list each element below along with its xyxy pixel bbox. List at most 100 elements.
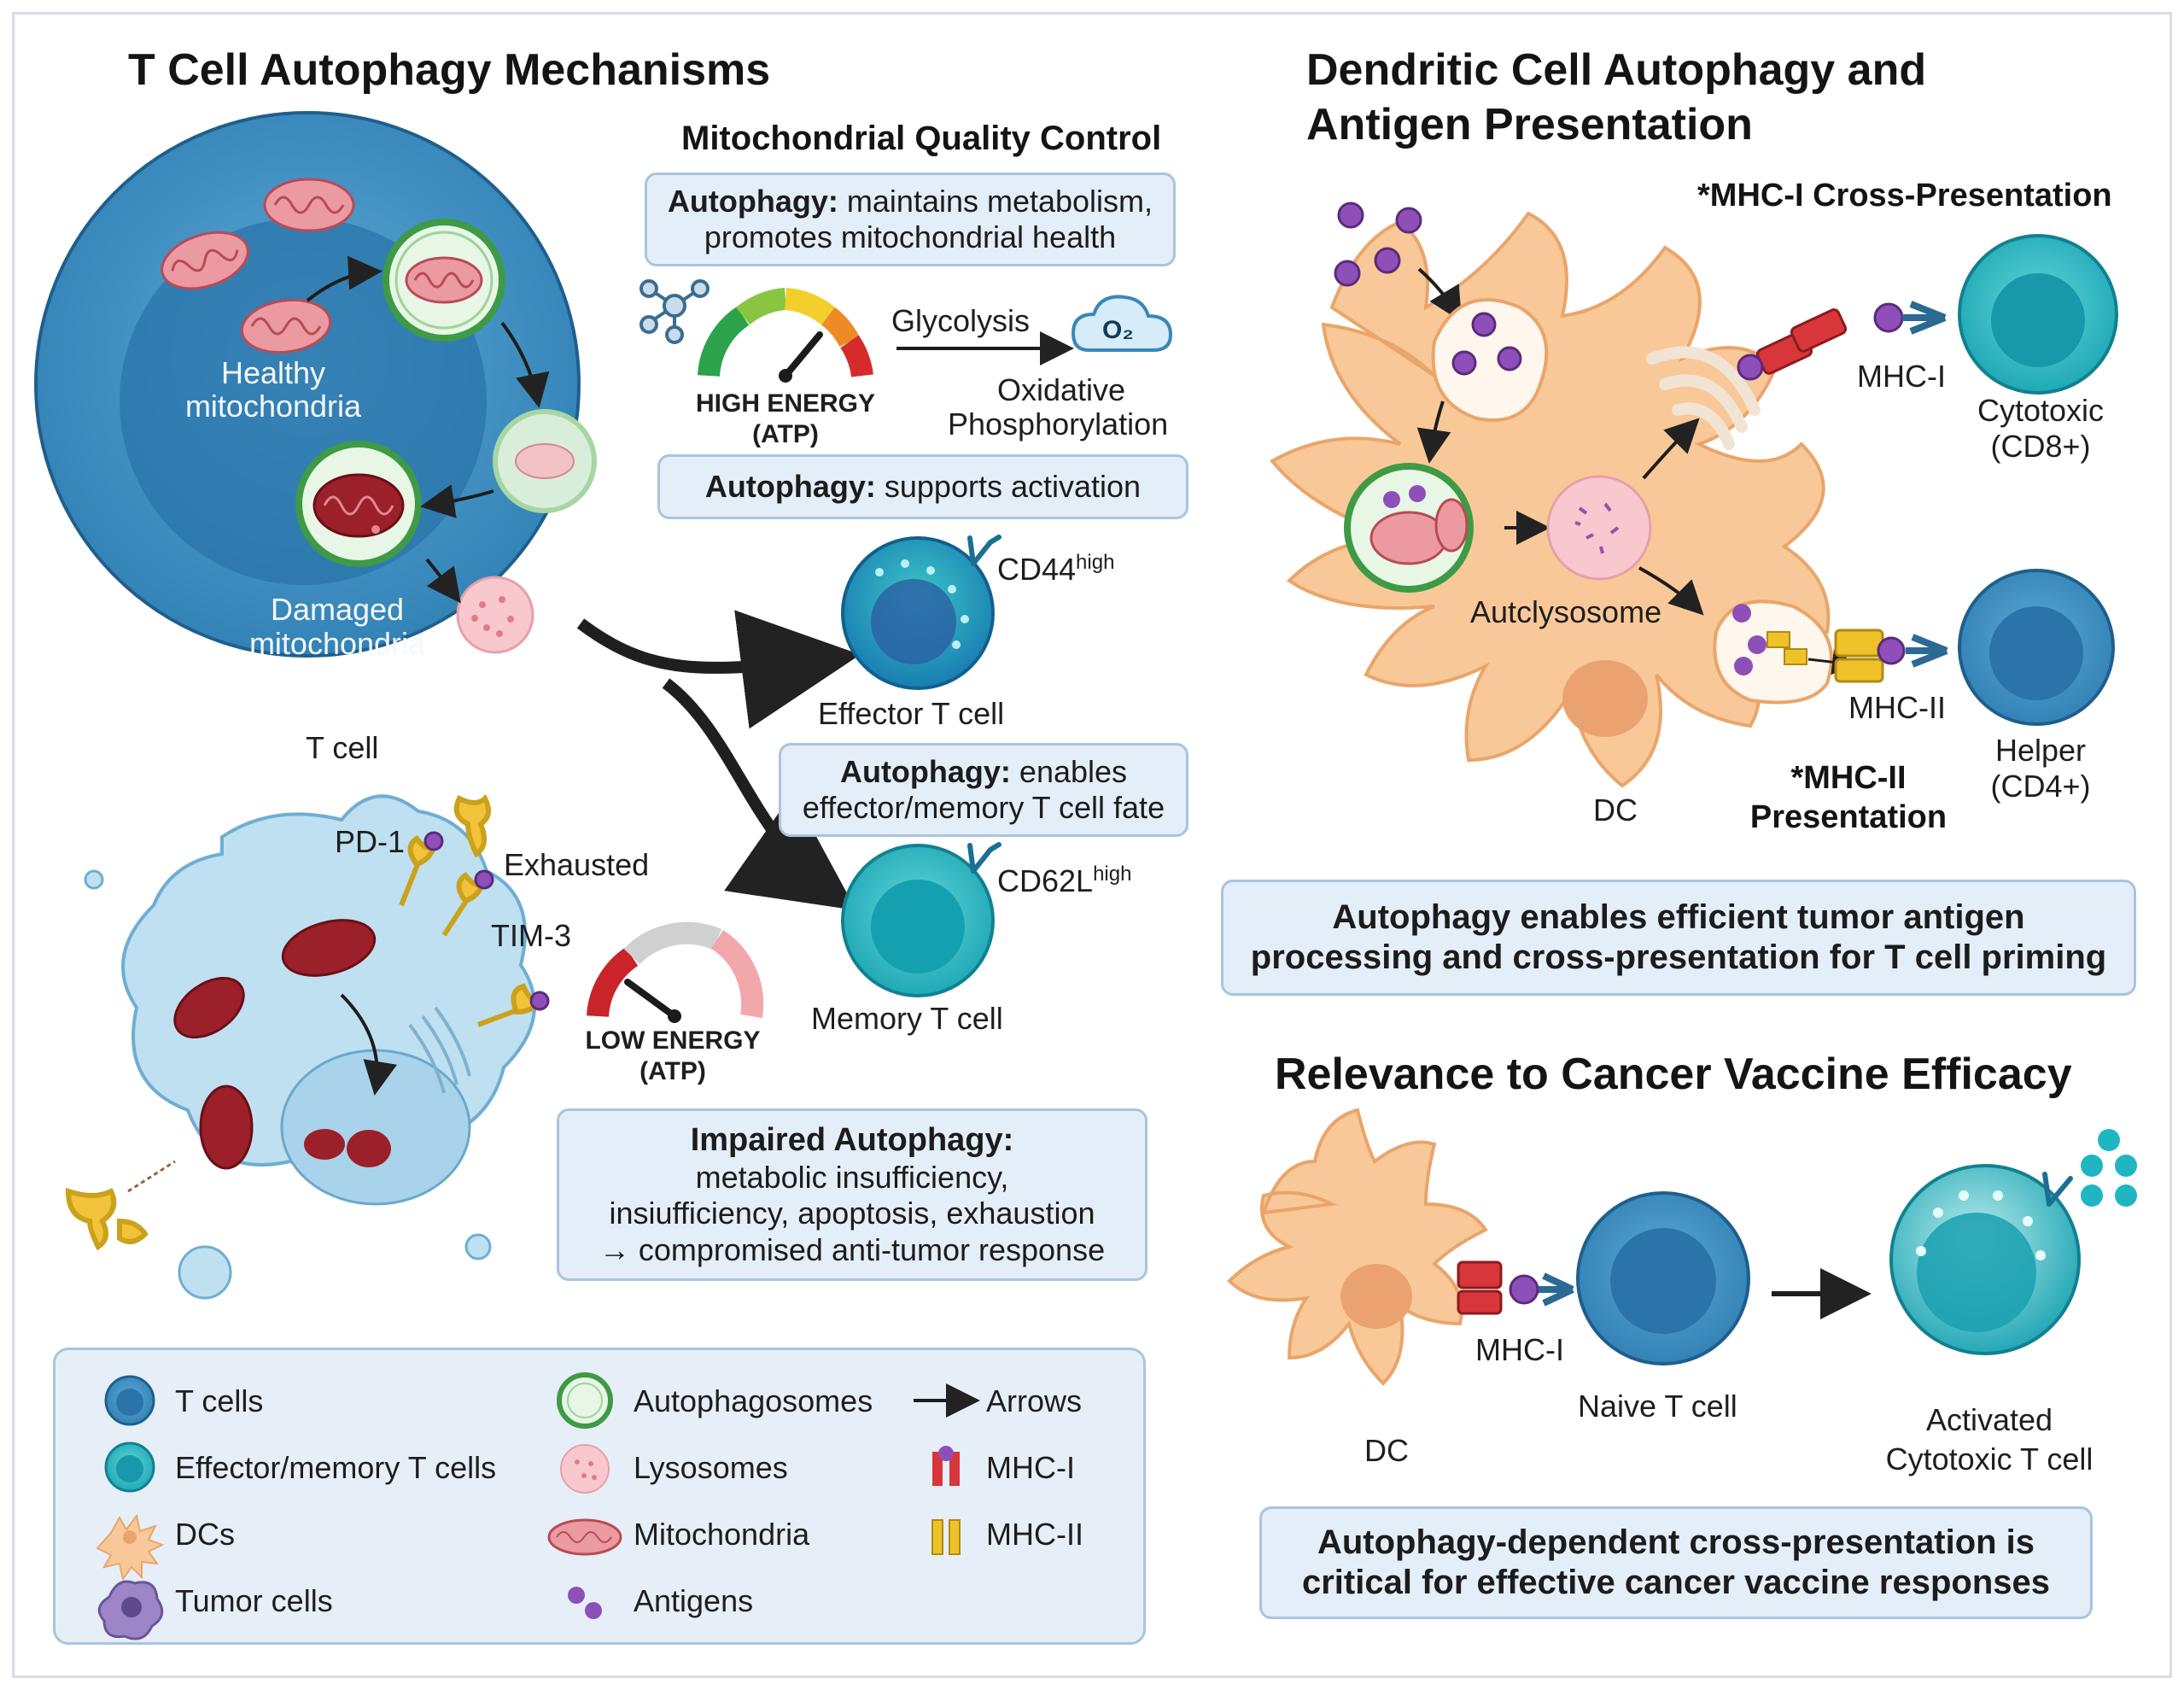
healthy-label-1: Healthy [220,355,326,390]
cytotoxic-t-cell [1958,234,2118,395]
o2-label: O₂ [1102,316,1134,344]
box2-bold: Autophagy: [704,468,876,504]
oxidative-label-2: Phosphorylation [948,406,1169,442]
mito-qc-title: Mitochondrial Quality Control [681,120,1162,157]
cd62l-sup: high [1093,863,1132,886]
mhc2-pocket [1713,599,1858,705]
tcell-arrows [306,255,550,604]
arrow-to-effector [576,610,861,729]
activated-label-2: Cytotoxic T cell [1885,1441,2093,1477]
helper-label-2: (CD4+) [1990,769,2091,804]
autophagy-metabolism-box: Autophagy: maintains metabolism, promote… [645,173,1176,266]
outer-frame [12,12,2172,1678]
healthy-mitochondria [161,178,355,354]
t-cell-label: T cell [306,730,379,765]
cd44-text: CD44 [997,552,1077,587]
t-cell-title: T Cell Autophagy Mechanisms [128,45,771,95]
dc-summary-box: Autophagy enables efficient tumor antige… [1221,880,2136,996]
to-er-arrow [1642,418,1700,480]
low-energy-label-1: LOW ENERGY [585,1026,761,1055]
legend-label-antigens: Antigens [634,1583,754,1618]
autophagosome-fading [493,409,597,513]
legend-label-autophagosomes: Autophagosomes [634,1383,873,1418]
vaccine-summary-line1: Autophagy-dependent cross-presentation i… [1317,1523,2035,1561]
vaccine-mhc1-label: MHC-I [1475,1332,1564,1367]
memory-t-cell [841,842,1001,997]
dc-label: DC [1593,792,1638,827]
autophagy-fate-box: Autophagy: enables effector/memory T cel… [779,743,1188,837]
legend-label-arrows: Arrows [986,1383,1083,1418]
legend-label-lysosomes: Lysosomes [634,1450,788,1485]
box4-title: Impaired Autophagy: [690,1121,1014,1158]
vaccine-summary-box: Autophagy-dependent cross-presentation i… [1259,1506,2093,1619]
box4-line1: metabolic insufficiency, [695,1159,1009,1195]
helper-t-cell [1958,569,2115,726]
cytotoxic-label-2: (CD8+) [1990,429,2091,464]
oxidative-label-1: Oxidative [997,372,1126,407]
legend-label-mhc1: MHC-I [986,1450,1075,1485]
cd62l-text: CD62L [997,863,1094,898]
naive-label: Naive T cell [1578,1389,1737,1424]
autolysosome [1546,475,1652,581]
cd44-label: CD44high [997,551,1114,588]
legend-label-mitochondria: Mitochondria [634,1517,810,1552]
vaccine-dc [1227,1108,1488,1386]
checkpoint-receptors [65,793,550,1251]
dc-nucleus [1562,660,1648,737]
legend-label-dcs: DCs [175,1517,235,1552]
o2-cloud [1071,295,1173,352]
arrow-to-memory [662,678,856,911]
high-energy-label-2: (ATP) [752,420,819,448]
activated-label-1: Activated [1925,1402,2053,1437]
impaired-autophagy-box: Impaired Autophagy: metabolic insufficie… [557,1108,1147,1281]
legend-label-effector: Effector/memory T cells [175,1450,497,1485]
box1-rest: maintains metabolism, [838,183,1153,219]
low-energy-gauge [587,921,764,1023]
dc-mhc2-label: MHC-II [1848,690,1946,725]
naive-t-cell [1576,1191,1750,1365]
autophagosome-damaged [295,441,422,567]
cd44-sup: high [1076,551,1115,574]
autophagosome-top [382,219,505,342]
autophagy-activation-box: Autophagy: supports activation [657,454,1188,519]
activated-t-cell [1889,1129,2137,1355]
high-energy-gauge [698,288,873,383]
effector-t-cell [841,535,1001,690]
dc-mhc2-complex [1834,629,1948,683]
box3-bold: Autophagy: [839,753,1011,789]
box1-bold: Autophagy: [667,183,838,219]
legend-label-mhc2: MHC-II [986,1517,1083,1552]
antigens-outside [1334,202,1422,287]
low-energy-label-2: (ATP) [639,1057,706,1085]
mhc2-pres-label-1: *MHC-II [1790,760,1907,796]
box2-rest: supports activation [875,468,1142,504]
lysosome-tcell [456,576,534,654]
dc-title-line1: Dendritic Cell Autophagy and [1306,45,1927,95]
legend-label-t-cells: T cells [175,1383,264,1418]
vaccine-dc-label: DC [1364,1433,1409,1468]
tim3-label: TIM-3 [491,918,571,953]
box4-line3: → compromised anti-tumor response [599,1231,1106,1267]
effector-label: Effector T cell [818,696,1005,731]
mhc2-pres-label-2: Presentation [1749,799,1947,835]
dc-summary-line2: processing and cross-presentation for T … [1250,939,2107,976]
er-golgi [1646,346,1761,450]
exhausted-t-cell [84,794,536,1300]
cd62l-label: CD62Lhigh [997,863,1131,899]
dc-summary-line1: Autophagy enables efficient tumor antige… [1332,898,2025,936]
high-energy-label-1: HIGH ENERGY [695,389,876,418]
cytotoxic-label-1: Cytotoxic [1977,393,2105,428]
box3-rest: enables [1010,753,1128,789]
to-mhc2-arrow [1638,566,1704,616]
dc-mhc1-complex [1737,301,1947,381]
exhausted-label: Exhausted [504,847,650,882]
legend-label-tumor: Tumor cells [175,1583,333,1618]
damaged-label-1: Damaged [270,592,405,627]
dc-autophagosome [1344,463,1474,593]
endosome-pocket [1431,298,1549,422]
memory-label: Memory T cell [811,1001,1003,1036]
healthy-label-2: mitochondria [184,389,362,424]
helper-label-1: Helper [1994,733,2087,768]
